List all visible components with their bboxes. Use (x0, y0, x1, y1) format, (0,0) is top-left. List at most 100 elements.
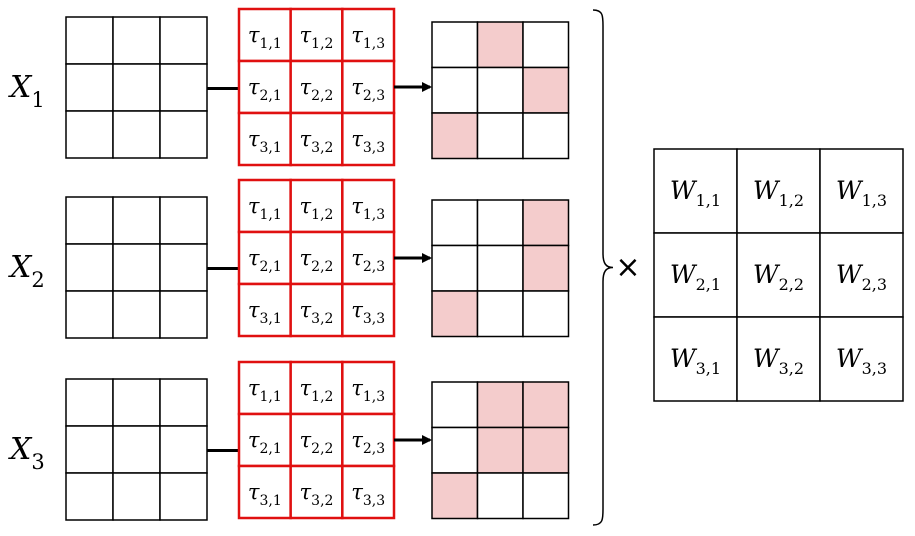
output-cell-active (476, 381, 524, 429)
output-cell (476, 112, 524, 160)
tau-index: 1,1 (260, 389, 282, 405)
tau-symbol: τ (351, 298, 363, 322)
weight-cell (736, 232, 821, 318)
output-cell (522, 112, 570, 160)
tau-cell (341, 111, 396, 167)
output-cell-active (476, 21, 524, 69)
tau-index: 1,3 (363, 389, 385, 405)
output-cell (476, 244, 524, 292)
tau-symbol: τ (300, 23, 312, 47)
input-grid-cell (65, 16, 114, 65)
output-cell-active (431, 112, 479, 160)
tau-cell-label: τ3,3 (351, 127, 385, 156)
output-grid (431, 381, 570, 520)
tau-cell-label: τ2,3 (351, 246, 385, 275)
tau-index: 1,1 (260, 207, 282, 223)
weight-cell (819, 316, 904, 402)
weight-cell (736, 316, 821, 402)
tau-cell (341, 59, 396, 115)
tau-index: 3,3 (363, 140, 385, 156)
input-grid (65, 378, 208, 521)
tau-cell (341, 230, 396, 286)
tau-symbol: τ (351, 428, 363, 452)
weight-cell-label: W1,2 (753, 176, 804, 210)
tau-cell-label: τ3,2 (300, 480, 334, 509)
output-grid (431, 21, 570, 160)
tau-cell (341, 412, 396, 468)
weight-cell (819, 148, 904, 234)
weight-symbol: W (670, 260, 698, 289)
tau-symbol: τ (300, 246, 312, 270)
tau-cell-label: τ2,1 (248, 428, 282, 457)
tau-symbol: τ (300, 428, 312, 452)
tau-symbol: τ (300, 127, 312, 151)
tau-cell (237, 59, 292, 115)
input-grid-cell (112, 110, 161, 159)
tau-symbol: τ (248, 194, 260, 218)
tau-symbol: τ (351, 194, 363, 218)
tau-cell-label: τ1,3 (351, 23, 385, 52)
tau-symbol: τ (300, 376, 312, 400)
output-cell-active (522, 381, 570, 429)
weight-index: 2,1 (696, 275, 721, 294)
weight-symbol: W (836, 176, 864, 205)
tau-cell-label: τ3,1 (248, 298, 282, 327)
tau-cell-label: τ3,2 (300, 127, 334, 156)
weight-cell-label: W3,3 (836, 344, 887, 378)
weight-symbol: W (753, 260, 781, 289)
input-grid-cell (159, 16, 208, 65)
tau-cell (341, 7, 396, 63)
tau-symbol: τ (351, 246, 363, 270)
tau-cell (341, 464, 396, 520)
tau-symbol: τ (300, 480, 312, 504)
input-label: X2 (8, 250, 45, 292)
weight-index: 1,1 (696, 191, 721, 210)
tau-index: 2,3 (363, 259, 385, 275)
tau-cell-label: τ3,1 (248, 127, 282, 156)
tau-cell (289, 7, 344, 63)
input-grid-cell (159, 196, 208, 245)
output-cell-active (476, 426, 524, 474)
weight-symbol: W (836, 260, 864, 289)
tau-cell (289, 282, 344, 338)
tau-index: 3,1 (260, 311, 282, 327)
tau-symbol: τ (248, 480, 260, 504)
output-cell-active (522, 199, 570, 247)
tau-cell-label: τ1,2 (300, 376, 334, 405)
tau-index: 2,3 (363, 441, 385, 457)
tau-cell (289, 360, 344, 416)
tau-cell (237, 464, 292, 520)
tau-cell-label: τ3,3 (351, 480, 385, 509)
tau-index: 2,2 (311, 259, 333, 275)
tau-index: 2,1 (260, 441, 282, 457)
tau-cell-label: τ2,3 (351, 75, 385, 104)
input-grid-cell (65, 63, 114, 112)
output-cell (476, 199, 524, 247)
tau-cell (289, 464, 344, 520)
tau-index: 3,1 (260, 493, 282, 509)
input-grid-cell (65, 110, 114, 159)
output-cell (476, 472, 524, 520)
tau-cell-label: τ1,3 (351, 194, 385, 223)
tau-cell (289, 111, 344, 167)
input-grid-cell (65, 196, 114, 245)
input-grid-cell (159, 425, 208, 474)
input-grid-cell (159, 472, 208, 521)
tau-symbol: τ (351, 23, 363, 47)
input-label-index: 1 (31, 88, 44, 112)
curly-brace (592, 9, 614, 526)
tau-index: 1,2 (311, 36, 333, 52)
weight-cell-label: W2,2 (753, 260, 804, 294)
output-grid (431, 199, 570, 338)
input-label-symbol: X (8, 70, 33, 105)
weight-index: 2,2 (779, 275, 804, 294)
tau-cell (341, 282, 396, 338)
tau-cell (237, 360, 292, 416)
tau-cell-label: τ2,2 (300, 75, 334, 104)
tau-index: 1,2 (311, 389, 333, 405)
